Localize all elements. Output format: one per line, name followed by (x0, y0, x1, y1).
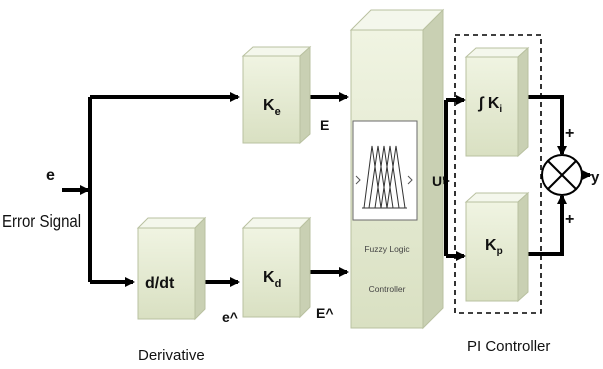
svg-text:Kp: Kp (485, 237, 503, 257)
kp-subscript: p (497, 246, 503, 257)
ki-main-label: ∫ K (477, 95, 500, 112)
kd-block: Kd (241, 216, 312, 319)
kp-block: Kp (464, 191, 530, 303)
kd-main-label: K (263, 269, 275, 286)
svg-text:Ke: Ke (263, 97, 281, 118)
input-symbol: e (46, 167, 55, 184)
derivative-caption: Derivative (138, 347, 205, 364)
ki-block: ∫ Ki (464, 46, 530, 158)
derivative-block: d/dt (136, 216, 207, 321)
wire-kp-to-sum (526, 194, 567, 256)
pi-controller-boundary (454, 34, 542, 314)
ke-main-label: K (263, 97, 275, 114)
fuzzy-label-line1: Fuzzy Logic (364, 244, 410, 254)
summing-junction (541, 154, 583, 196)
pi-controller-caption: PI Controller (467, 338, 550, 355)
signal-E-hat: E^ (316, 305, 334, 321)
signal-E: E (320, 117, 329, 133)
signal-e-hat: e^ (222, 309, 238, 325)
ki-subscript: i (499, 104, 502, 115)
derivative-block-label: d/dt (145, 275, 175, 292)
signal-u: U' (432, 173, 445, 189)
sum-plus-top: + (565, 125, 574, 142)
fuzzy-label-line2: Controller (369, 284, 406, 294)
svg-text:∫ Ki: ∫ Ki (477, 95, 502, 115)
kp-main-label: K (485, 237, 497, 254)
membership-functions-icon (352, 120, 418, 221)
kd-subscript: d (275, 278, 282, 290)
error-signal-label: Error Signal (2, 211, 81, 232)
wire-ki-to-sum (526, 95, 567, 156)
svg-text:Kd: Kd (263, 269, 281, 290)
ke-subscript: e (275, 106, 281, 118)
ke-block: Ke (241, 45, 312, 145)
output-y: y (591, 169, 600, 186)
fuzzy-logic-controller-block: Fuzzy Logic Controller (349, 8, 445, 330)
sum-plus-bottom: + (565, 211, 574, 228)
